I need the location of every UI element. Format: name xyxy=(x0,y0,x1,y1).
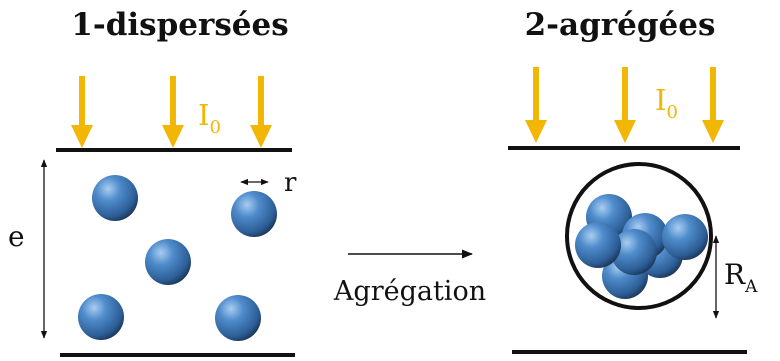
particle xyxy=(92,175,138,221)
incident-arrow-1 xyxy=(525,67,547,143)
particle xyxy=(78,294,124,340)
incident-arrow-3 xyxy=(250,76,272,148)
radius-label: r xyxy=(284,168,297,198)
right-panel-title: 2-agrégées xyxy=(525,7,716,43)
incident-arrow-3 xyxy=(702,67,724,143)
incident-arrow-2 xyxy=(614,67,636,143)
particle xyxy=(662,214,708,260)
left-panel-title: 1-dispersées xyxy=(71,7,288,43)
dispersed-particles xyxy=(78,175,277,341)
incident-arrow-1 xyxy=(71,76,93,148)
particle xyxy=(231,191,277,237)
right-incident-arrows xyxy=(525,67,724,143)
particle xyxy=(215,295,261,341)
left-incident-arrows xyxy=(71,76,272,148)
aggregate-radius-label: RA xyxy=(724,258,758,297)
particle xyxy=(575,222,621,268)
left-incident-label: I0 xyxy=(198,98,221,138)
right-incident-label: I0 xyxy=(655,83,678,123)
particle xyxy=(145,239,191,285)
thickness-label: e xyxy=(8,220,25,253)
incident-arrow-2 xyxy=(162,76,184,148)
aggregate-particles xyxy=(575,194,708,299)
aggregation-label: Agrégation xyxy=(333,276,486,307)
